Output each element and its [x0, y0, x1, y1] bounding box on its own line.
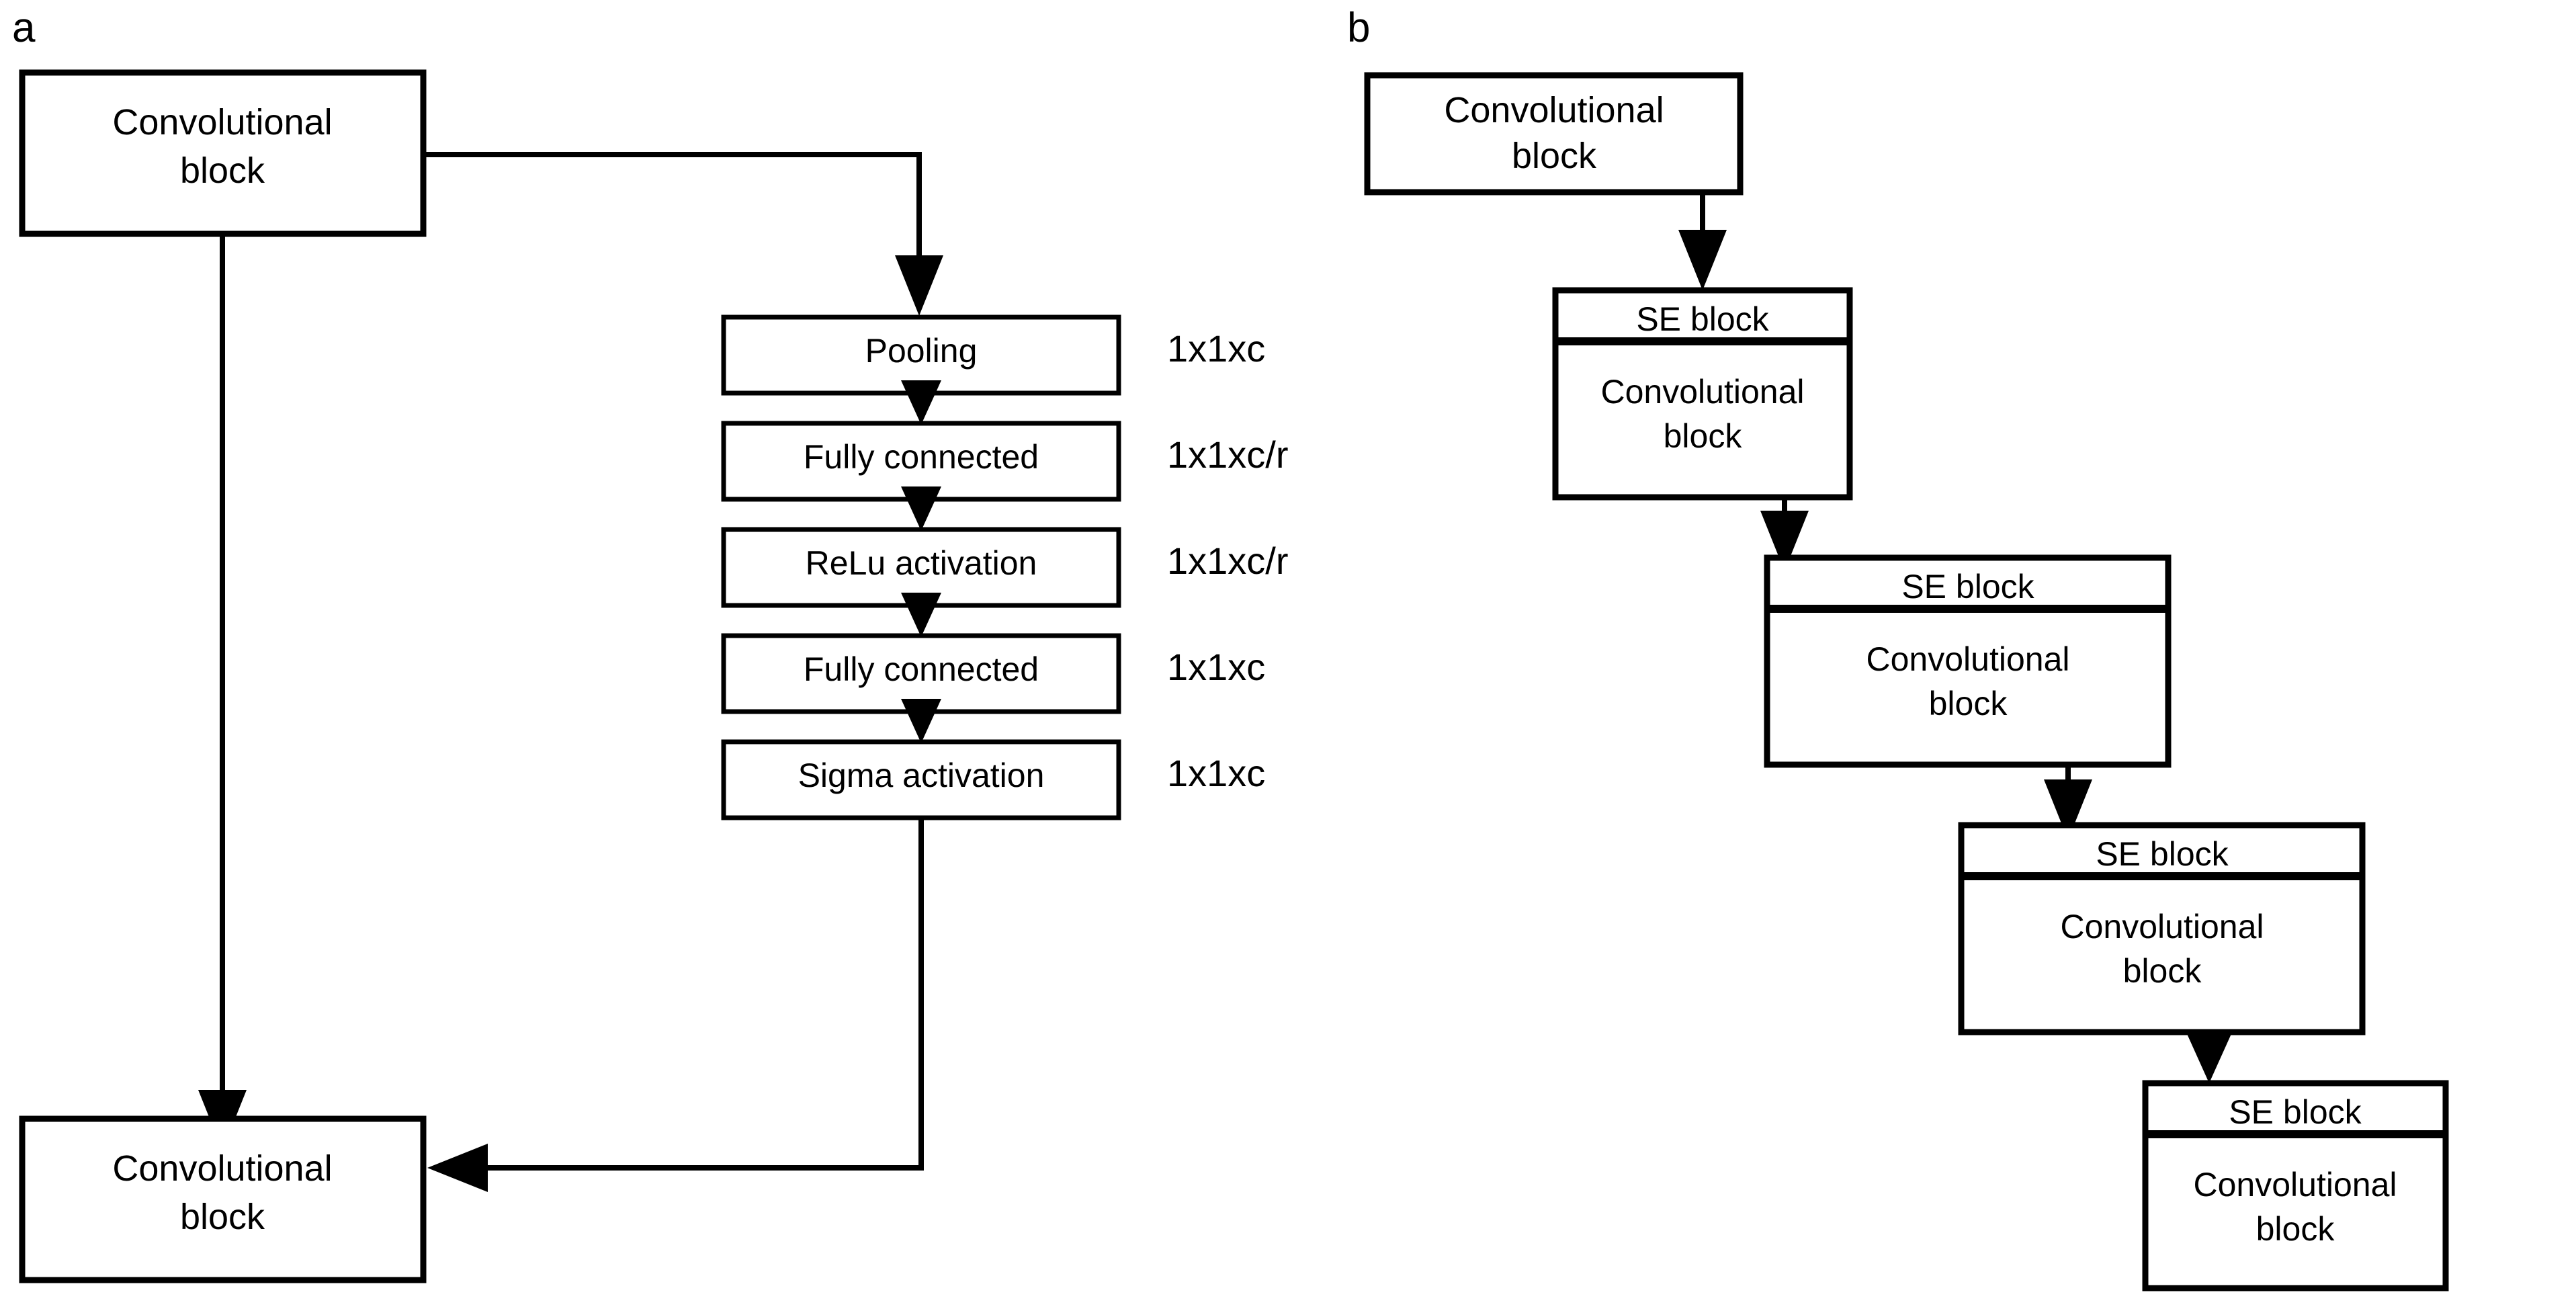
- panel-a-arrowhead-3: [901, 593, 941, 637]
- panel-a-sigma-label: Sigma activation: [798, 757, 1045, 794]
- panel-a-output-block-label-line2: block: [180, 1197, 265, 1237]
- panel-b-se-block-2-header: SE block: [1901, 568, 2034, 605]
- panel-b-se-block-1-body-line1: Convolutional: [1601, 373, 1805, 411]
- panel-a-fully-connected-2-label: Fully connected: [804, 650, 1039, 688]
- panel-b-se-block-1: SE block Convolutional block: [1552, 287, 1853, 501]
- panel-b-se-block-2-body-line2: block: [1929, 685, 2008, 722]
- panel-b-se-block-3-header: SE block: [2096, 835, 2229, 873]
- panel-b-input-block-label-line2: block: [1512, 136, 1597, 176]
- panel-a-letter: a: [12, 5, 36, 51]
- panel-b-se-block-4-header: SE block: [2229, 1093, 2362, 1131]
- panel-b-arrowhead-2: [2044, 779, 2092, 840]
- panel-b-se-block-3-outline: [1958, 822, 2366, 1035]
- panel-a-output-block: [19, 1115, 427, 1283]
- panel-a-sigma-box: [721, 739, 1121, 820]
- panel-b-arrowhead-0: [1678, 230, 1727, 290]
- panel-a-sigma-dimension: 1x1xc: [1167, 752, 1265, 794]
- panel-b-se-block-4-body-line1: Convolutional: [2194, 1166, 2397, 1203]
- panel-a-input-block-label-line1: Convolutional: [112, 102, 332, 142]
- panel-a-input-block: [19, 69, 427, 237]
- panel-b-se-block-4: SE block Convolutional block: [2142, 1080, 2449, 1291]
- panel-a-arrowhead-2: [901, 486, 941, 531]
- panel-a-relu-dimension: 1x1xc/r: [1167, 540, 1289, 582]
- panel-a-arrowhead-1: [901, 380, 941, 425]
- panel-a-arrowhead-4: [901, 699, 941, 743]
- panel-a-pooling-label: Pooling: [865, 332, 978, 370]
- panel-a-relu-label: ReLu activation: [806, 544, 1037, 582]
- panel-b-se-block-3-body-line1: Convolutional: [2061, 908, 2264, 945]
- panel-a-output-block-label-line1: Convolutional: [112, 1148, 332, 1189]
- panel-a-fully-connected-1-label: Fully connected: [804, 438, 1039, 476]
- panel-a-input-block-label-line2: block: [180, 151, 265, 191]
- panel-b-se-block-1-body-line2: block: [1664, 417, 1743, 455]
- panel-a-scale-return-arrowhead: [427, 1144, 488, 1192]
- panel-b-arrowhead-1: [1760, 511, 1809, 571]
- panel-b-se-block-2: SE block Convolutional block: [1764, 554, 2172, 768]
- panel-b-input-block-label-line1: Convolutional: [1444, 90, 1664, 130]
- panel-b-se-block-2-outline: [1764, 554, 2172, 768]
- panel-b-se-block-4-outline: [2142, 1080, 2449, 1291]
- panel-b-se-block-3: SE block Convolutional block: [1958, 822, 2366, 1035]
- panel-a-pooling-dimension: 1x1xc: [1167, 327, 1265, 370]
- panel-b-se-block-1-outline: [1552, 287, 1853, 501]
- panel-b-letter: b: [1347, 5, 1370, 51]
- panel-b-arrowhead-3: [2185, 1029, 2233, 1083]
- panel-a-fully-connected-1-dimension: 1x1xc/r: [1167, 433, 1289, 476]
- panel-b-se-block-4-body-line2: block: [2256, 1210, 2335, 1248]
- panel-a-se-branch-connector: [426, 152, 922, 271]
- panel-b-se-block-2-body-line1: Convolutional: [1866, 640, 2070, 678]
- panel-b-input-block: [1364, 72, 1744, 196]
- panel-b-se-block-1-header: SE block: [1636, 300, 1769, 338]
- panel-b-se-block-3-body-line2: block: [2123, 952, 2202, 990]
- panel-a-scale-return-connector: [470, 818, 924, 1171]
- panel-a-se-branch-arrowhead: [895, 255, 943, 316]
- panel-a-fully-connected-2-dimension: 1x1xc: [1167, 646, 1265, 688]
